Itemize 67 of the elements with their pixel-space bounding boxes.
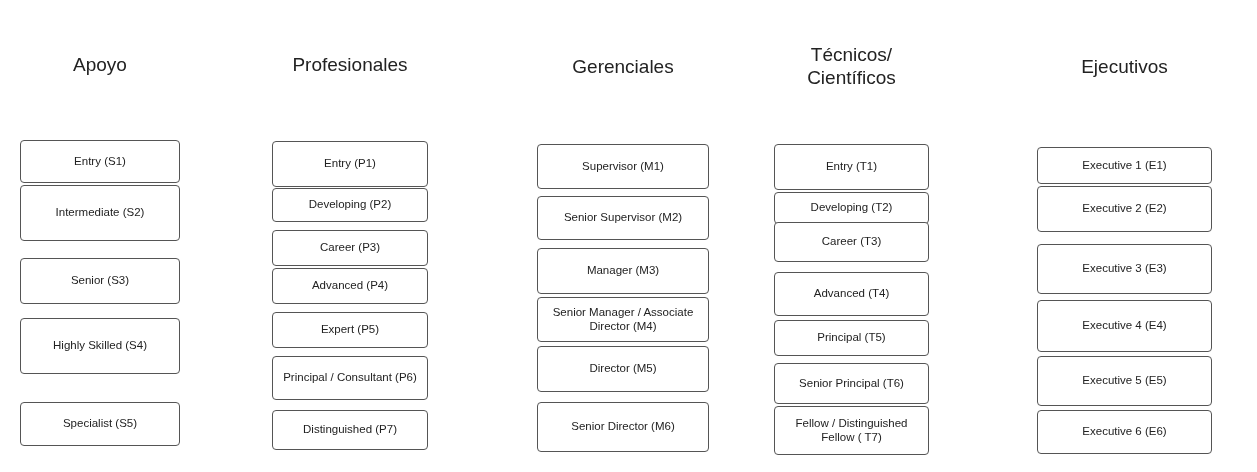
level-box (272, 312, 428, 348)
level-label: Career (T3) (820, 235, 883, 249)
level-label: Executive 3 (E3) (1081, 262, 1168, 276)
level-label: Director (M5) (588, 362, 658, 376)
level-label: Expert (P5) (319, 323, 381, 337)
level-box (272, 188, 428, 222)
level-label: Entry (S1) (73, 154, 127, 169)
level-box (774, 144, 929, 190)
level-box (774, 192, 929, 224)
level-label: Senior Principal (T6) (798, 376, 905, 391)
level-box (774, 272, 929, 316)
level-box (1037, 147, 1212, 184)
level-label: Executive 6 (E6) (1081, 425, 1168, 439)
level-label: Senior Supervisor (M2) (562, 211, 684, 225)
level-label: Career (P3) (318, 241, 382, 255)
level-label: Senior Manager / Associate Director (M4) (551, 305, 695, 334)
level-label: Fellow / Distinguished Fellow ( T7) (794, 416, 909, 445)
level-label: Entry (T1) (824, 160, 879, 174)
level-label: Developing (T2) (809, 201, 894, 215)
level-label: Manager (M3) (585, 264, 661, 278)
level-label: Developing (P2) (307, 198, 393, 212)
level-box (272, 268, 428, 304)
level-box (774, 406, 929, 455)
level-box (1037, 356, 1212, 406)
level-label: Advanced (P4) (310, 279, 390, 293)
level-box (20, 140, 180, 183)
level-label: Supervisor (M1) (581, 159, 665, 174)
level-label: Principal / Consultant (P6) (282, 371, 418, 385)
level-box (20, 185, 180, 241)
level-box (774, 320, 929, 356)
level-label: Senior Director (M6) (570, 420, 676, 434)
column-heading: Profesionales (291, 54, 409, 77)
level-box (272, 356, 428, 400)
column-heading: Apoyo (72, 54, 128, 77)
level-box (537, 297, 709, 342)
level-box (1037, 410, 1212, 454)
level-box (1037, 300, 1212, 352)
column-heading: Técnicos/ Científicos (806, 44, 897, 90)
level-label: Advanced (T4) (812, 287, 891, 301)
level-label: Intermediate (S2) (54, 206, 146, 220)
level-label: Executive 5 (E5) (1081, 374, 1168, 388)
level-box (272, 410, 428, 450)
level-label: Principal (T5) (816, 331, 887, 345)
level-box (20, 318, 180, 374)
level-box (537, 346, 709, 392)
level-box (1037, 244, 1212, 294)
level-label: Senior (S3) (69, 274, 131, 288)
level-box (774, 222, 929, 262)
level-box (537, 248, 709, 294)
level-label: Distinguished (P7) (302, 423, 398, 437)
level-box (20, 402, 180, 446)
level-box (537, 144, 709, 189)
level-label: Executive 1 (E1) (1081, 158, 1168, 173)
column-heading: Gerenciales (571, 56, 675, 79)
level-box (774, 363, 929, 404)
level-box (1037, 186, 1212, 232)
level-box (20, 258, 180, 304)
level-box (537, 196, 709, 240)
level-box (272, 141, 428, 187)
level-label: Executive 4 (E4) (1081, 319, 1168, 333)
level-box (272, 230, 428, 266)
level-label: Executive 2 (E2) (1081, 202, 1168, 216)
level-label: Highly Skilled (S4) (52, 339, 148, 353)
level-label: Entry (P1) (323, 157, 377, 171)
level-label: Specialist (S5) (61, 417, 139, 431)
level-box (537, 402, 709, 452)
column-heading: Ejecutivos (1080, 56, 1169, 79)
